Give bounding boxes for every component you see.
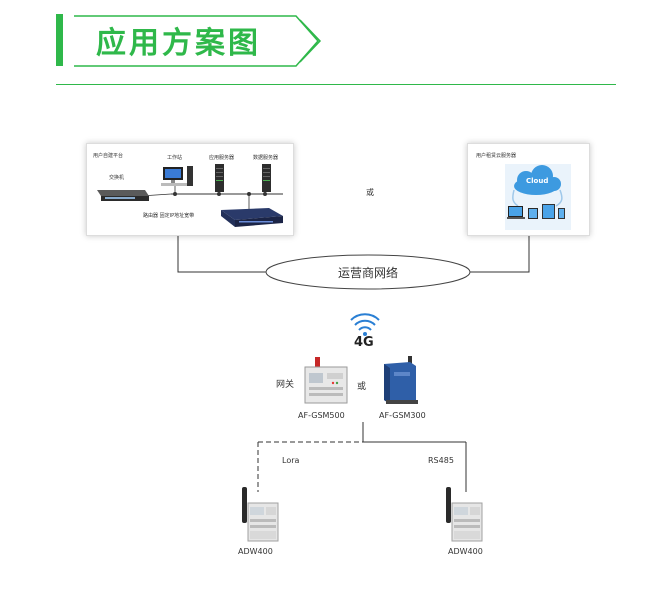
title-frame: [74, 15, 322, 67]
gsm500-icon: [304, 357, 348, 404]
meter-left: [234, 485, 282, 545]
gateway-or-text: 或: [357, 382, 367, 392]
gateway-label: 网关: [276, 380, 295, 390]
carrier-network-ellipse: [265, 254, 471, 290]
cloud-box: 用户租赁云服务器 Cloud: [467, 143, 590, 236]
title-accent-bar: [56, 14, 63, 66]
or-text-top: 或: [366, 188, 374, 197]
cloud-drawing: [505, 164, 571, 230]
router-label: 路由器 固定IP地址宽带: [143, 213, 195, 219]
db-server-label: 数据服务器: [253, 155, 279, 161]
lora-label: Lora: [282, 456, 300, 465]
devices-icon: [507, 204, 565, 219]
cloud-text: Cloud: [526, 177, 549, 185]
meter-right: [438, 485, 486, 545]
meter-right-icon: [446, 487, 483, 542]
link-platform-network: [177, 235, 268, 273]
platform-network-drawing: [97, 164, 283, 227]
rs485-label: RS485: [428, 456, 454, 465]
carrier-network-label: 运营商网络: [338, 266, 399, 280]
title-divider: [56, 84, 616, 85]
page-title: 应用方案图: [96, 26, 261, 61]
device2-label: AF-GSM300: [379, 411, 426, 420]
app-server-icon: [215, 164, 224, 192]
workstation-label: 工作站: [167, 155, 183, 161]
gateway-device-gsm300: [380, 356, 420, 406]
meter-right-label: ADW400: [448, 547, 483, 556]
signal-label: 4G: [354, 335, 374, 350]
workstation-icon: [161, 166, 193, 186]
link-cloud-network: [468, 235, 530, 273]
meter-left-label: ADW400: [238, 547, 273, 556]
wifi-signal-icon: [350, 313, 380, 331]
switch-icon: [97, 190, 149, 201]
gateway-device-gsm500: [303, 357, 349, 407]
db-server-icon: [262, 164, 271, 192]
gsm300-icon: [384, 356, 418, 404]
cloud-box-title: 用户租赁云服务器: [476, 153, 517, 159]
platform-box: 用户自建平台 交换机 工作站 应用服务器 数据服务器 路由器 固定IP地址宽带: [86, 143, 294, 236]
device1-label: AF-GSM500: [298, 411, 345, 420]
app-server-label: 应用服务器: [209, 155, 235, 161]
cloud-icon: [514, 165, 561, 195]
meter-left-icon: [242, 487, 279, 542]
platform-title: 用户自建平台: [93, 153, 124, 159]
router-icon: [221, 208, 283, 227]
switch-label: 交换机: [109, 175, 125, 181]
